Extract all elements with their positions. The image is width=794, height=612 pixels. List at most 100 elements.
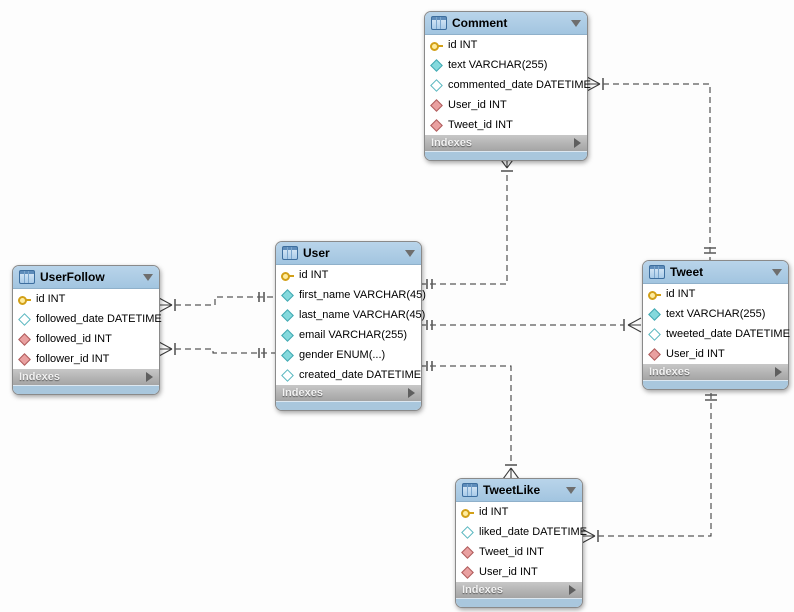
indexes-bar[interactable]: Indexes [13, 369, 159, 385]
relationship-tweetlike-user[interactable] [420, 361, 520, 480]
table-field-row[interactable]: followed_id INT [13, 329, 159, 349]
indexes-bar[interactable]: Indexes [456, 582, 582, 598]
table-tweet[interactable]: Tweet id INT text VARCHAR(255) tweeted_d… [642, 260, 790, 390]
diamond-fk-icon [461, 546, 474, 559]
expand-indexes-icon[interactable] [569, 585, 576, 595]
table-grid-icon [282, 246, 298, 260]
indexes-label: Indexes [282, 387, 323, 399]
table-field-row[interactable]: last_name VARCHAR(45) [276, 305, 425, 325]
relationship-tweetlike-tweet[interactable] [581, 386, 717, 544]
field-label: followed_date DATETIME [36, 313, 162, 325]
expand-indexes-icon[interactable] [574, 138, 581, 148]
relationship-userfollow-user-followed[interactable] [158, 292, 275, 313]
collapse-arrow-icon[interactable] [571, 19, 581, 27]
relationship-comment-tweet[interactable] [586, 76, 716, 260]
table-comment[interactable]: Comment id INT text VARCHAR(255) comment… [424, 11, 591, 161]
table-field-row[interactable]: id INT [13, 289, 159, 309]
table-field-row[interactable]: id INT [456, 502, 582, 522]
relationship-userfollow-user-follower[interactable] [158, 341, 275, 358]
table-field-row[interactable]: id INT [643, 284, 788, 304]
table-header[interactable]: Comment [425, 12, 587, 35]
diamond-fk-icon [18, 333, 31, 346]
table-field-row[interactable]: commented_date DATETIME [425, 75, 591, 95]
table-bottom-strip [643, 380, 788, 389]
field-label: id INT [666, 288, 696, 300]
diamond-filled-icon [281, 349, 294, 362]
indexes-label: Indexes [431, 137, 472, 149]
field-label: tweeted_date DATETIME [666, 328, 790, 340]
field-label: id INT [448, 39, 478, 51]
expand-indexes-icon[interactable] [146, 372, 153, 382]
indexes-bar[interactable]: Indexes [643, 364, 788, 380]
table-field-row[interactable]: text VARCHAR(255) [425, 55, 587, 75]
diamond-fk-icon [648, 348, 661, 361]
table-title: UserFollow [40, 270, 105, 284]
key-icon [461, 506, 474, 519]
table-field-row[interactable]: follower_id INT [13, 349, 159, 369]
key-icon [281, 269, 294, 282]
diamond-fk-icon [430, 99, 443, 112]
field-label: text VARCHAR(255) [666, 308, 766, 320]
diamond-hollow-icon [430, 79, 443, 92]
field-label: email VARCHAR(255) [299, 329, 407, 341]
expand-indexes-icon[interactable] [775, 367, 782, 377]
table-field-row[interactable]: tweeted_date DATETIME [643, 324, 790, 344]
table-field-row[interactable]: first_name VARCHAR(45) [276, 285, 426, 305]
table-header[interactable]: TweetLike [456, 479, 582, 502]
table-field-row[interactable]: followed_date DATETIME [13, 309, 162, 329]
table-field-row[interactable]: User_id INT [456, 562, 582, 582]
field-label: id INT [36, 293, 66, 305]
diamond-hollow-icon [461, 526, 474, 539]
collapse-arrow-icon[interactable] [566, 486, 576, 494]
table-header[interactable]: UserFollow [13, 266, 159, 289]
field-label: commented_date DATETIME [448, 79, 591, 91]
table-field-row[interactable]: User_id INT [643, 344, 788, 364]
field-label: first_name VARCHAR(45) [299, 289, 426, 301]
expand-indexes-icon[interactable] [408, 388, 415, 398]
collapse-arrow-icon[interactable] [772, 268, 782, 276]
table-field-row[interactable]: text VARCHAR(255) [643, 304, 788, 324]
table-field-row[interactable]: email VARCHAR(255) [276, 325, 421, 345]
field-label: id INT [299, 269, 329, 281]
table-field-row[interactable]: Tweet_id INT [425, 115, 587, 135]
diamond-filled-icon [281, 329, 294, 342]
table-title: TweetLike [483, 483, 541, 497]
field-label: last_name VARCHAR(45) [299, 309, 426, 321]
relationship-tweet-user[interactable] [420, 317, 642, 333]
table-tweetlike[interactable]: TweetLike id INT liked_date DATETIME Twe… [455, 478, 587, 608]
field-label: followed_id INT [36, 333, 112, 345]
indexes-bar[interactable]: Indexes [276, 385, 421, 401]
table-userfollow[interactable]: UserFollow id INT followed_date DATETIME… [12, 265, 162, 395]
indexes-bar[interactable]: Indexes [425, 135, 587, 151]
field-label: text VARCHAR(255) [448, 59, 548, 71]
collapse-arrow-icon[interactable] [405, 249, 415, 257]
table-grid-icon [19, 270, 35, 284]
key-icon [430, 39, 443, 52]
diamond-filled-icon [281, 309, 294, 322]
table-user[interactable]: User id INT first_name VARCHAR(45) last_… [275, 241, 426, 411]
field-label: follower_id INT [36, 353, 110, 365]
field-label: User_id INT [666, 348, 725, 360]
table-field-row[interactable]: liked_date DATETIME [456, 522, 587, 542]
table-field-row[interactable]: User_id INT [425, 95, 587, 115]
table-field-row[interactable]: created_date DATETIME [276, 365, 421, 385]
table-header[interactable]: User [276, 242, 421, 265]
table-bottom-strip [13, 385, 159, 394]
table-title: Comment [452, 16, 508, 30]
field-label: User_id INT [448, 99, 507, 111]
table-field-row[interactable]: id INT [425, 35, 587, 55]
table-field-row[interactable]: Tweet_id INT [456, 542, 582, 562]
relationship-comment-user[interactable] [420, 156, 516, 289]
table-header[interactable]: Tweet [643, 261, 788, 284]
collapse-arrow-icon[interactable] [143, 273, 153, 281]
diamond-hollow-icon [18, 313, 31, 326]
diamond-fk-icon [461, 566, 474, 579]
indexes-label: Indexes [649, 366, 690, 378]
table-field-row[interactable]: gender ENUM(...) [276, 345, 421, 365]
table-field-row[interactable]: id INT [276, 265, 421, 285]
table-title: User [303, 246, 330, 260]
table-grid-icon [649, 265, 665, 279]
diamond-filled-icon [648, 308, 661, 321]
